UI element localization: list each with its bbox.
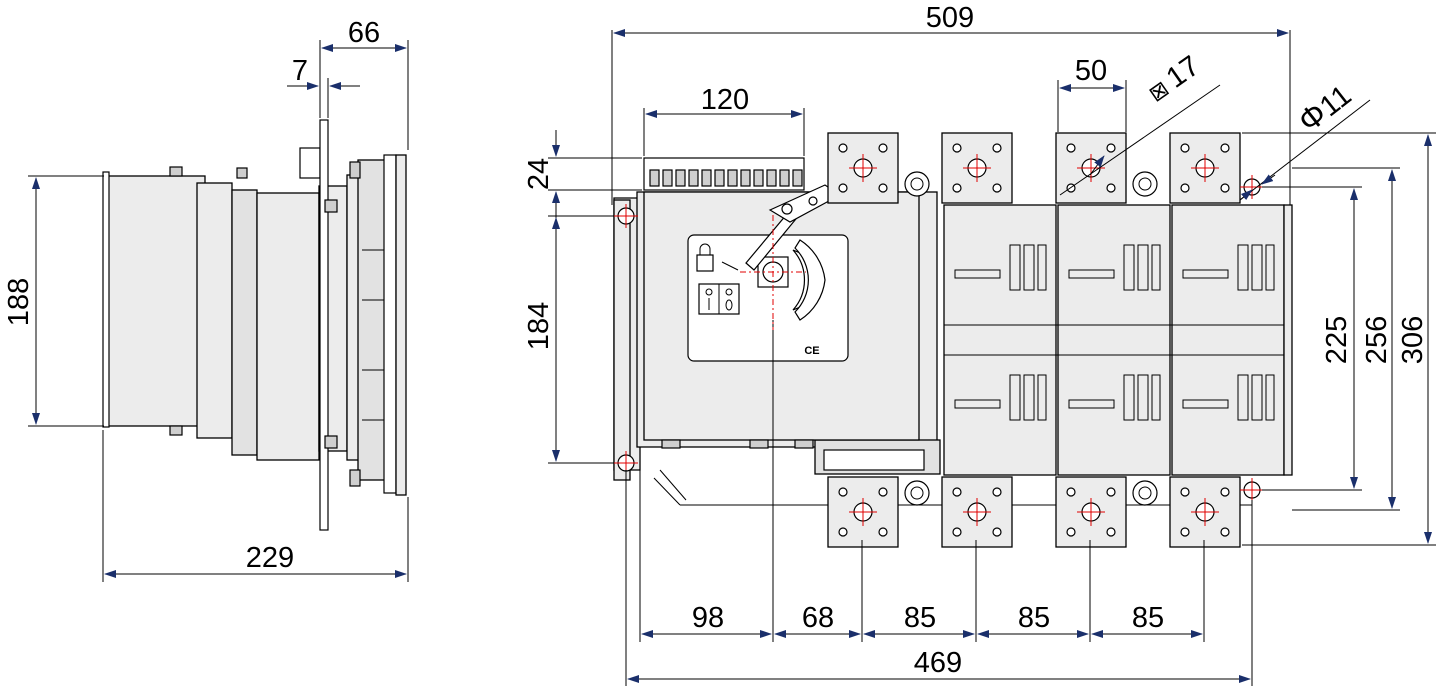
terminal-hole <box>878 527 888 537</box>
terminal-hole <box>838 183 848 193</box>
terminal-hole <box>1220 527 1230 537</box>
terminal-hole <box>1106 527 1116 537</box>
terminal-hole <box>992 183 1002 193</box>
terminal-hole <box>1066 143 1076 153</box>
terminal-hole <box>952 143 962 153</box>
front-dim-98: 98 <box>692 602 724 634</box>
terminal-hole <box>878 487 888 497</box>
ce-mark: CE <box>804 345 819 357</box>
terminal-block-screw <box>753 169 764 187</box>
terminal-block-screw <box>740 169 751 187</box>
terminal-hole <box>1180 487 1190 497</box>
terminal-hole <box>1066 487 1076 497</box>
front-dim-225: 225 <box>1321 316 1353 364</box>
terminal-block-screw <box>688 169 699 187</box>
side-dim-66: 66 <box>348 17 380 49</box>
terminal-block-screw <box>662 169 673 187</box>
terminal-hole <box>878 183 888 193</box>
front-dim-50: 50 <box>1075 55 1107 87</box>
side-dim-188: 188 <box>3 278 35 326</box>
terminal-hole <box>838 143 848 153</box>
terminal-hole <box>952 487 962 497</box>
terminal-hole <box>1180 183 1190 193</box>
terminal-hole <box>838 527 848 537</box>
side-dim-7: 7 <box>292 55 308 87</box>
terminal-hole <box>1106 487 1116 497</box>
terminal-hole <box>1220 487 1230 497</box>
front-dim-85-b: 85 <box>1018 602 1050 634</box>
terminal-block-screw <box>779 169 790 187</box>
terminal-hole <box>1180 143 1190 153</box>
terminal-hole <box>1106 183 1116 193</box>
terminal-hole <box>952 183 962 193</box>
front-view: CE <box>613 132 1293 548</box>
terminal-hole <box>1066 527 1076 537</box>
front-dim-184: 184 <box>523 302 555 350</box>
terminal-block-screw <box>649 169 660 187</box>
terminal-block-screw <box>792 169 803 187</box>
side-dimensions: 66 7 188 229 <box>3 17 409 582</box>
front-dim-469: 469 <box>914 647 962 679</box>
terminal-hole <box>1220 183 1230 193</box>
terminal-hole <box>1180 527 1190 537</box>
terminal-block-screw <box>727 169 738 187</box>
terminal-block-screw <box>675 169 686 187</box>
terminal-hole <box>1220 143 1230 153</box>
terminal-hole <box>1106 143 1116 153</box>
padlock-icon <box>696 254 714 272</box>
front-dim-256: 256 <box>1361 316 1393 364</box>
front-dim-85-a: 85 <box>904 602 936 634</box>
front-dim-24: 24 <box>523 158 555 190</box>
terminal-block-screw <box>701 169 712 187</box>
terminal-hole <box>992 143 1002 153</box>
front-dim-68: 68 <box>802 602 834 634</box>
side-view <box>102 119 407 531</box>
terminal-hole <box>992 487 1002 497</box>
front-dim-120: 120 <box>701 84 749 116</box>
front-dim-85-c: 85 <box>1132 602 1164 634</box>
terminal-hole <box>878 143 888 153</box>
terminal-block-screw <box>766 169 777 187</box>
terminal-hole <box>838 487 848 497</box>
terminal-hole <box>952 527 962 537</box>
terminal-block-screw <box>714 169 725 187</box>
front-dim-306: 306 <box>1397 316 1429 364</box>
side-dim-229: 229 <box>246 542 294 574</box>
front-dim-509: 509 <box>926 2 974 34</box>
terminal-hole <box>992 527 1002 537</box>
